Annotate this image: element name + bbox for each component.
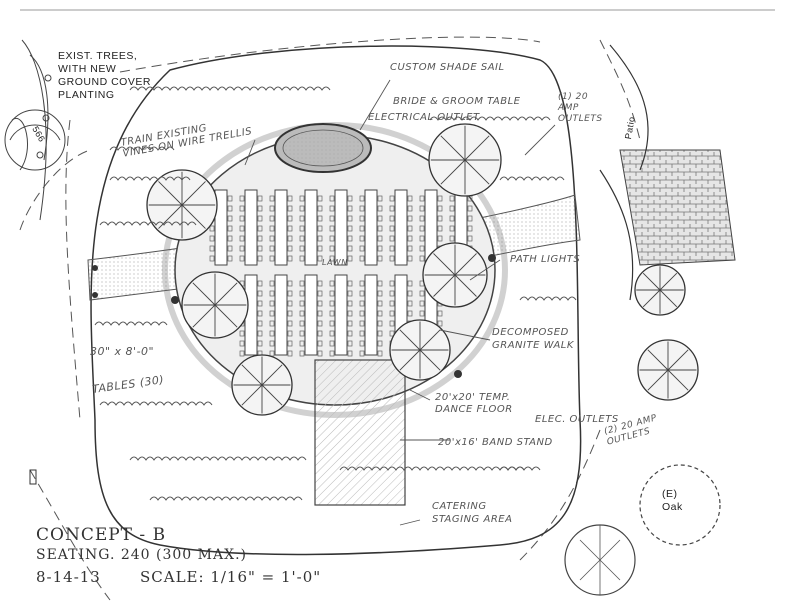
label-line: DECOMPOSED (492, 327, 569, 338)
label-bride-groom-table: BRIDE & GROOM TABLE (393, 96, 521, 107)
hedge (519, 296, 577, 301)
patio-shrubs (599, 44, 649, 301)
property-dashed-lines (19, 36, 641, 601)
table (334, 189, 348, 266)
label-band-stand: 20'x16' BAND STAND (438, 437, 553, 448)
tree (389, 319, 451, 381)
tree (231, 354, 293, 416)
hedge (339, 466, 525, 471)
hedge (99, 221, 197, 226)
label-elec-outlets: ELEC. OUTLETS (535, 414, 619, 425)
hedge (99, 401, 213, 406)
label-line: (E) (662, 488, 678, 500)
table (274, 189, 288, 266)
event-area-boundary (90, 45, 582, 556)
label-line: GROUND COVER (58, 76, 151, 88)
path-lights (92, 254, 496, 378)
label-electrical-outlet: ELECTRICAL OUTLET (368, 112, 480, 123)
table (334, 274, 348, 356)
label-lawn: LAWN (322, 258, 348, 267)
label-catering: CATERING STAGING AREA (432, 500, 512, 526)
hedge (499, 176, 565, 181)
label-line: 20'x20' TEMP. (435, 392, 511, 403)
seating-tables (209, 189, 473, 357)
drawing-scale: SCALE: 1/16" = 1'-0" (140, 568, 322, 586)
tree (634, 264, 686, 316)
leader-lines (244, 79, 556, 526)
table (244, 189, 258, 266)
label-path-lights: PATH LIGHTS (510, 254, 581, 265)
hedge (149, 496, 303, 501)
hedge (499, 466, 541, 471)
label-line: PLANTING (58, 89, 115, 101)
hedge (429, 116, 551, 121)
hedge-plantings (94, 86, 577, 501)
label-decomposed-granite: DECOMPOSED GRANITE WALK (492, 326, 574, 352)
label-amp-outlets-top: (1) 20 AMP OUTLETS (558, 92, 603, 125)
table (274, 274, 288, 356)
scale-marker (29, 469, 37, 485)
hedge (129, 86, 331, 91)
table (304, 274, 318, 356)
tree (181, 271, 249, 339)
hedge (109, 146, 175, 151)
label-line: GRANITE WALK (492, 340, 574, 351)
table (214, 189, 228, 266)
label-oak: (E) Oak (662, 488, 683, 514)
plan-trees (146, 123, 699, 416)
label-exist-trees: EXIST. TREES, WITH NEW GROUND COVER PLAN… (58, 50, 151, 102)
band-stand-area (314, 359, 406, 506)
label-line: CATERING (432, 501, 487, 512)
label-line: OUTLETS (558, 114, 603, 124)
table (364, 274, 378, 356)
tree (422, 242, 488, 308)
label-line: AMP (558, 103, 579, 113)
table (364, 189, 378, 266)
walkway-right (469, 194, 581, 259)
drawing-date: 8-14-13 (36, 568, 101, 586)
table (394, 189, 408, 266)
hedge (109, 176, 191, 181)
tree (637, 339, 699, 401)
label-line: Oak (662, 501, 683, 513)
hedge (94, 321, 168, 326)
label-line: WITH NEW (58, 63, 117, 75)
label-line: EXIST. TREES, (58, 50, 138, 62)
tree-566 (4, 109, 66, 171)
existing-trees-left (11, 39, 52, 221)
tree (428, 123, 502, 197)
patio-paving (619, 149, 736, 266)
label-line: (1) 20 (558, 92, 589, 102)
tree (146, 169, 218, 241)
label-custom-shade-sail: CUSTOM SHADE SAIL (390, 62, 505, 73)
label-dance-floor: 20'x20' TEMP. DANCE FLOOR (435, 392, 513, 416)
table (304, 189, 318, 266)
label-tables-size: 30" x 8'-0" (90, 345, 155, 358)
concept-title: CONCEPT - B (36, 525, 167, 545)
oak-tree (564, 464, 721, 596)
hedge (129, 456, 307, 461)
seating-note: SEATING. 240 (300 MAX.) (36, 547, 247, 563)
label-line: DANCE FLOOR (435, 404, 513, 415)
label-line: STAGING AREA (432, 514, 513, 525)
